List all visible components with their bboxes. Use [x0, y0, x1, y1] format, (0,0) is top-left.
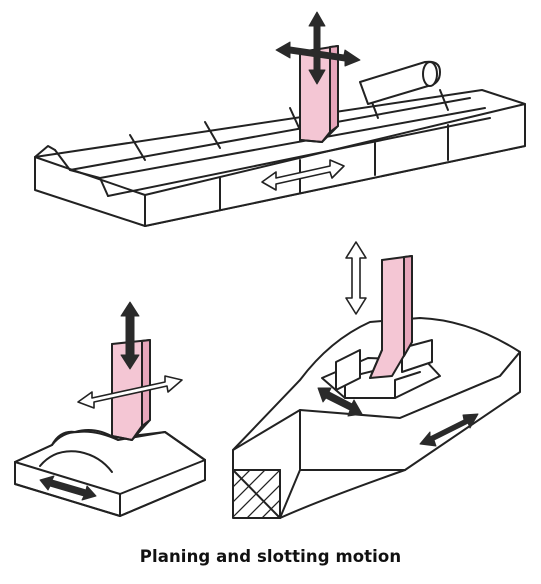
- workpiece-feed-arrow-icon: [39, 475, 97, 501]
- table-feed-arrow-icon: [261, 159, 345, 191]
- slotting-workpiece: [232, 317, 521, 519]
- tool-cross-arrow-icon: [77, 375, 183, 409]
- planing-slotting-diagram: [14, 11, 526, 519]
- slotting-tool: [369, 255, 413, 379]
- table-traverse-arrow-icon: [419, 413, 479, 447]
- slot-feed-arrow-icon: [317, 387, 363, 417]
- planing-long-workpiece: [34, 60, 526, 227]
- planing-small-workpiece: [14, 429, 206, 517]
- tool-motion-arrows-icon: [275, 11, 361, 85]
- tool-vertical-arrow-icon: [120, 301, 140, 370]
- tool-stroke-arrow-icon: [345, 241, 367, 315]
- figure-caption: Planing and slotting motion: [139, 547, 402, 566]
